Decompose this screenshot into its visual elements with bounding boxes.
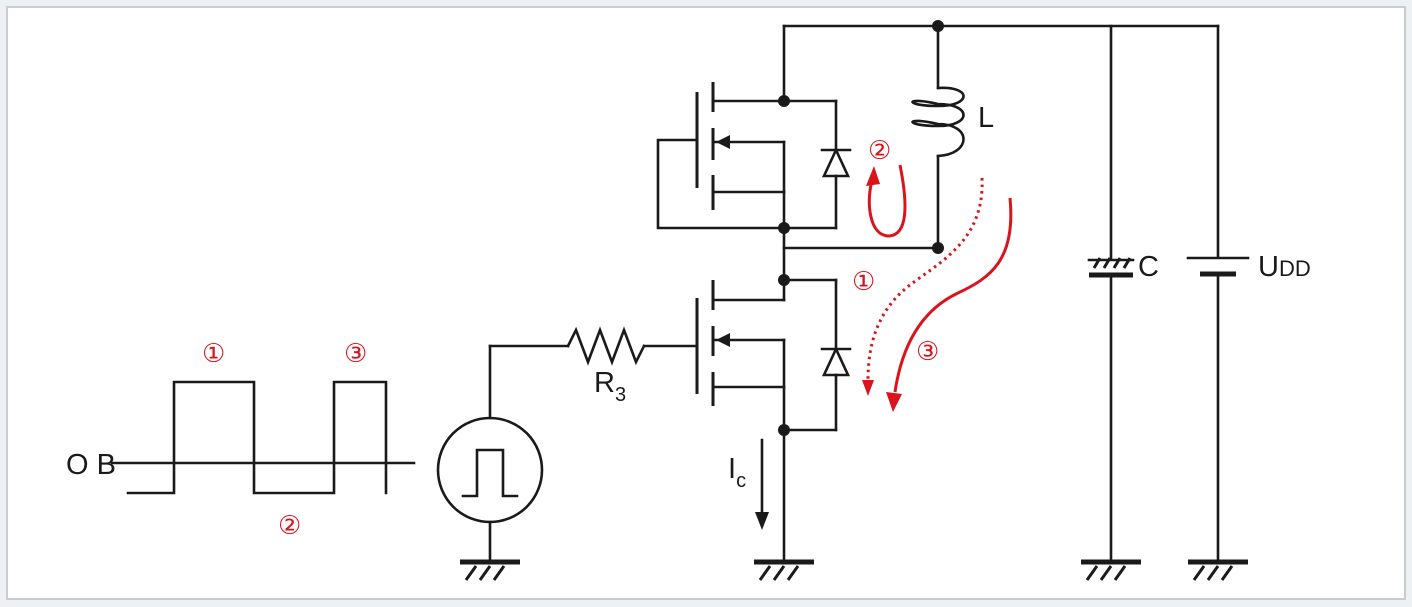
dc-source-icon xyxy=(1186,256,1250,277)
current-path-2 xyxy=(867,164,907,238)
n-channel-mosfet-icon xyxy=(695,278,786,406)
current-path-1-arrowhead xyxy=(862,380,874,396)
waveform-phase-3-marker: ③ xyxy=(344,339,367,369)
supply-label: UDD xyxy=(1258,251,1311,283)
current-path-3-arrowhead xyxy=(886,392,902,412)
inductor-label: L xyxy=(978,102,994,134)
inductor-coil-icon xyxy=(911,86,965,158)
input-label: O B xyxy=(66,449,116,481)
resistor-r3 xyxy=(566,326,646,366)
current-path-3 xyxy=(893,197,1013,393)
junction-dot xyxy=(778,95,790,107)
path-phase-3-marker: ③ xyxy=(916,337,939,367)
current-path-2-arrowhead xyxy=(866,166,880,186)
current-arrow-head xyxy=(755,512,769,530)
junction-dot xyxy=(778,274,790,286)
wire-high-gate-loop xyxy=(656,138,786,230)
path-phase-1-marker: ① xyxy=(852,267,875,297)
junction-dot xyxy=(932,242,944,254)
square-wave xyxy=(126,380,388,495)
junction-dot xyxy=(778,222,790,234)
junction-dot xyxy=(932,20,944,32)
capacitor-label: C xyxy=(1138,251,1159,283)
waveform-phase-2-marker: ② xyxy=(278,511,301,541)
waveform-phase-1-marker: ① xyxy=(202,339,225,369)
polarized-capacitor-icon xyxy=(1087,257,1135,278)
current-label: Ic xyxy=(728,453,746,492)
n-channel-mosfet-icon xyxy=(695,82,786,210)
input-waveform xyxy=(110,380,416,495)
path-phase-2-marker: ② xyxy=(868,136,891,166)
resistor-label: R3 xyxy=(594,367,626,406)
diagram-panel xyxy=(6,6,1406,600)
junction-dot xyxy=(778,424,790,436)
